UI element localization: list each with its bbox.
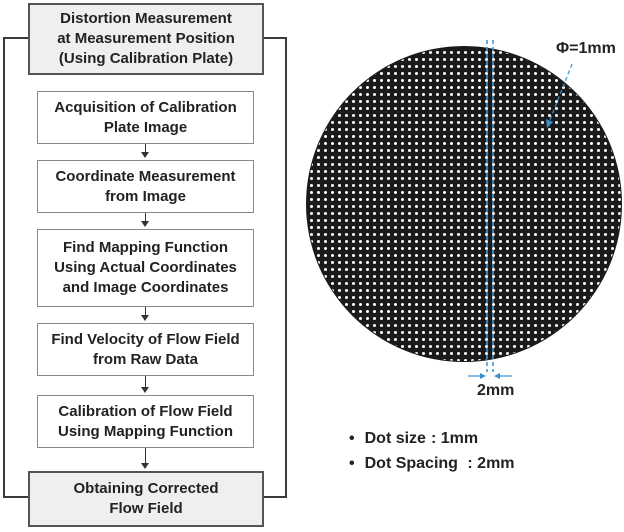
- step-velocity: Find Velocity of Flow Field from Raw Dat…: [37, 323, 254, 376]
- spec-dot-size-label: Dot size: [364, 430, 426, 447]
- header-text: Distortion Measurement at Measurement Po…: [57, 10, 235, 67]
- bullet-icon: •: [349, 430, 355, 447]
- diameter-leader-head: [546, 119, 553, 128]
- spacing-arrow-left-head: [480, 373, 486, 379]
- spec-dot-size: • Dot size: 1mm: [349, 430, 478, 448]
- spec-dot-size-value: : 1mm: [430, 430, 479, 447]
- arrow-5: [145, 448, 146, 463]
- diameter-label: Φ=1mm: [556, 40, 616, 57]
- spec-dot-spacing-label: Dot Spacing: [364, 455, 458, 472]
- step-acquisition: Acquisition of Calibration Plate Image: [37, 91, 254, 144]
- arrow-3: [145, 307, 146, 315]
- arrow-2-head: [141, 221, 149, 227]
- spacing-arrow-right-head: [494, 373, 500, 379]
- bullet-icon: •: [349, 455, 355, 472]
- arrow-1-head: [141, 152, 149, 158]
- step-calibration-label: Calibration of Flow Field Using Mapping …: [58, 402, 233, 440]
- final-box: Obtaining Corrected Flow Field: [28, 471, 264, 527]
- diameter-leader-line: [547, 63, 573, 126]
- step-acquisition-label: Acquisition of Calibration Plate Image: [54, 98, 237, 136]
- spec-dot-spacing: • Dot Spacing : 2mm: [349, 455, 515, 473]
- arrow-1: [145, 144, 146, 152]
- step-coordinate-measurement-label: Coordinate Measurement from Image: [55, 167, 236, 205]
- arrow-4-head: [141, 387, 149, 393]
- step-velocity-label: Find Velocity of Flow Field from Raw Dat…: [51, 330, 240, 368]
- spacing-label: 2mm: [477, 382, 515, 399]
- arrow-4: [145, 376, 146, 387]
- step-coordinate-measurement: Coordinate Measurement from Image: [37, 160, 254, 213]
- step-calibration: Calibration of Flow Field Using Mapping …: [37, 395, 254, 448]
- final-text: Obtaining Corrected Flow Field: [73, 480, 219, 517]
- plate-dot-grid: [307, 47, 621, 361]
- arrow-3-head: [141, 315, 149, 321]
- step-mapping-function-label: Find Mapping Function Using Actual Coord…: [54, 239, 237, 296]
- step-mapping-function: Find Mapping Function Using Actual Coord…: [37, 229, 254, 307]
- spec-dot-spacing-value: : 2mm: [462, 455, 515, 472]
- header-box: Distortion Measurement at Measurement Po…: [28, 3, 264, 75]
- arrow-2: [145, 213, 146, 221]
- arrow-5-head: [141, 463, 149, 469]
